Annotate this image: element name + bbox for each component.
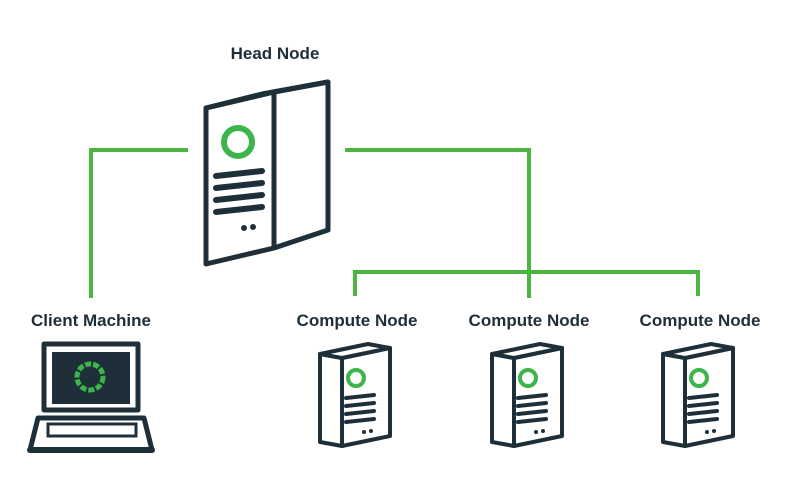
compute-node-label: Compute Node [639, 311, 761, 330]
compute-node-1-server-icon [318, 342, 392, 448]
connector-head-to-compute-bus [345, 148, 531, 298]
compute-node-2-server-icon [490, 342, 564, 448]
compute-node-label: Compute Node [296, 311, 418, 330]
compute-node-label: Compute Node [468, 311, 590, 330]
client-machine-laptop-icon [27, 341, 155, 453]
compute-node-3-server-icon [661, 342, 735, 448]
connector-lines [89, 148, 700, 298]
head-node-label: Head Node [230, 44, 320, 63]
head-node-server-icon [203, 79, 331, 267]
connector-compute-bus [353, 270, 700, 296]
client-machine-label: Client Machine [31, 311, 151, 330]
connector-head-to-client [89, 148, 188, 298]
